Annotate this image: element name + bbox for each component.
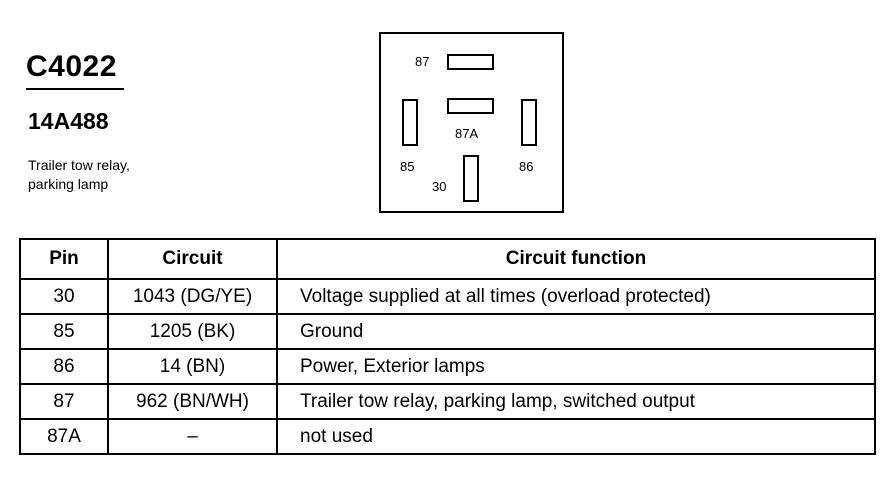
pin-label-85: 85 — [400, 159, 415, 174]
table-row: 87 962 (BN/WH) Trailer tow relay, parkin… — [19, 383, 876, 420]
cell-circuit: – — [107, 418, 278, 455]
relay-pinout-diagram: 87 87A 85 86 30 — [379, 32, 564, 213]
terminal-85 — [402, 99, 418, 146]
cell-function: Ground — [276, 313, 876, 350]
pin-label-87: 87 — [415, 54, 430, 69]
part-number: 14A488 — [28, 108, 109, 134]
table-row: 87A – not used — [19, 418, 876, 455]
terminal-86 — [521, 99, 537, 146]
cell-circuit: 14 (BN) — [107, 348, 278, 385]
cell-pin: 30 — [19, 278, 109, 315]
table-row: 30 1043 (DG/YE) Voltage supplied at all … — [19, 278, 876, 315]
pin-label-87a: 87A — [455, 126, 479, 141]
cell-pin: 87A — [19, 418, 109, 455]
cell-function: Trailer tow relay, parking lamp, switche… — [276, 383, 876, 420]
description-line-2: parking lamp — [28, 176, 109, 192]
cell-circuit: 1205 (BK) — [107, 313, 278, 350]
cell-circuit: 1043 (DG/YE) — [107, 278, 278, 315]
cell-pin: 85 — [19, 313, 109, 350]
terminal-87a — [447, 98, 494, 114]
cell-circuit: 962 (BN/WH) — [107, 383, 278, 420]
table-row: 85 1205 (BK) Ground — [19, 313, 876, 350]
pin-label-30: 30 — [432, 179, 447, 194]
connector-id: C4022 — [26, 50, 117, 83]
cell-function: not used — [276, 418, 876, 455]
header-pin: Pin — [19, 238, 109, 280]
cell-pin: 87 — [19, 383, 109, 420]
table-row: 86 14 (BN) Power, Exterior lamps — [19, 348, 876, 385]
connector-id-underline — [26, 88, 124, 90]
header-circuit: Circuit — [107, 238, 278, 280]
cell-function: Voltage supplied at all times (overload … — [276, 278, 876, 315]
pin-label-86: 86 — [519, 159, 534, 174]
description-line-1: Trailer tow relay, — [28, 157, 130, 173]
connector-description: Trailer tow relay, parking lamp — [28, 156, 130, 194]
cell-function: Power, Exterior lamps — [276, 348, 876, 385]
cell-pin: 86 — [19, 348, 109, 385]
table-header-row: Pin Circuit Circuit function — [19, 238, 876, 280]
terminal-87 — [447, 54, 494, 70]
terminal-30 — [463, 155, 479, 202]
pin-table: Pin Circuit Circuit function 30 1043 (DG… — [19, 238, 876, 455]
header-circuit-function: Circuit function — [276, 238, 876, 280]
